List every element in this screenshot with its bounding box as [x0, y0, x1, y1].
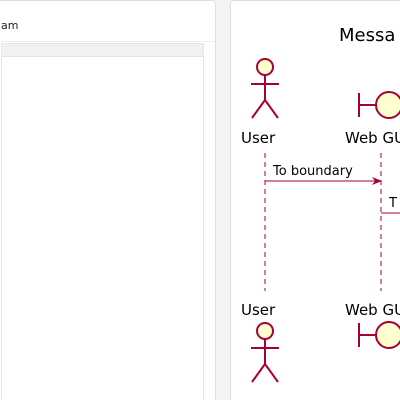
diagram-panel: Messa User Web GU To boundary T User	[230, 0, 400, 400]
actor-icon	[251, 58, 279, 119]
actor-icon	[251, 322, 279, 383]
sequence-diagram: Messa User Web GU To boundary T User	[241, 25, 400, 383]
source-editor[interactable]	[1, 43, 204, 400]
diagram-title: Messa	[339, 25, 395, 46]
message-label-to-boundary: To boundary	[272, 164, 353, 179]
boundary-icon	[358, 321, 400, 349]
source-panel-title: am	[1, 19, 19, 32]
source-panel-header: am	[0, 1, 215, 42]
participant-web-gui-label-bottom: Web GU	[345, 301, 400, 319]
editor-ruler	[2, 44, 203, 57]
participant-user-label-bottom: User	[241, 301, 276, 319]
message-label-second: T	[388, 196, 397, 211]
participant-user-label-top: User	[241, 129, 276, 147]
boundary-icon	[358, 91, 400, 119]
source-panel: am	[0, 0, 216, 400]
participant-web-gui-label-top: Web GU	[345, 129, 400, 147]
